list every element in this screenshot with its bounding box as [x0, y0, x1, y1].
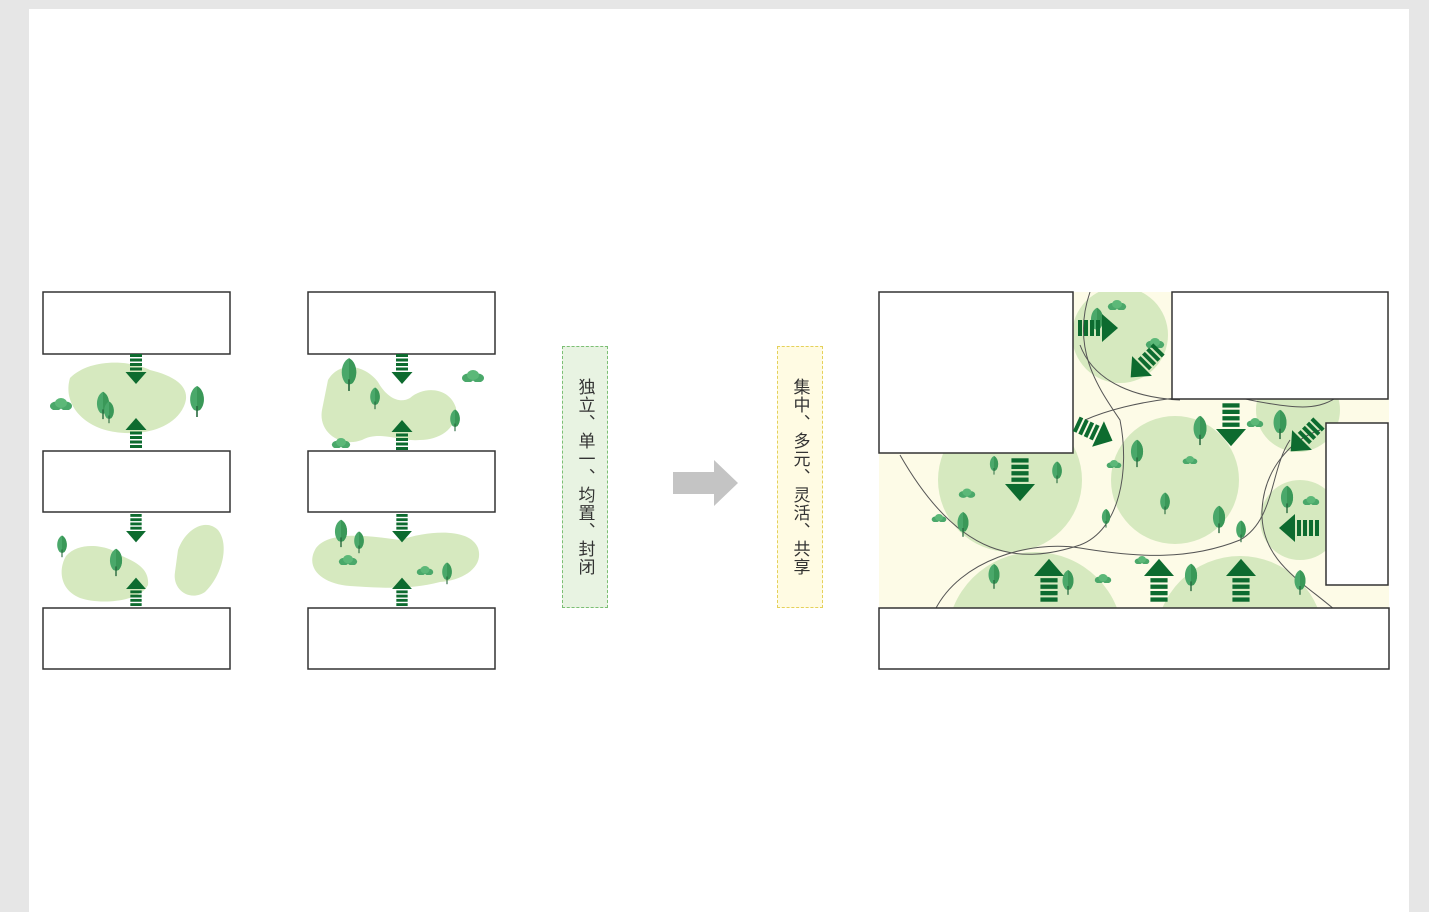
label-after: 集中、多元、灵活、共享: [777, 346, 823, 608]
building-block: [879, 608, 1389, 669]
label-before: 独立、单一、均置、封闭: [562, 346, 608, 608]
diagram-before-a: [43, 292, 230, 669]
dashed-arrow-icon: [126, 514, 146, 542]
transition-arrow-icon: [673, 460, 738, 506]
building-block: [308, 451, 495, 512]
building-block: [879, 292, 1073, 453]
building-block: [43, 608, 230, 669]
building-block: [43, 451, 230, 512]
tree-icon: [190, 386, 204, 417]
shrub-icon: [50, 398, 72, 411]
diagram-before-b: [308, 292, 495, 669]
building-block: [308, 292, 495, 354]
green-space: [175, 525, 224, 596]
tree-icon: [57, 536, 67, 558]
building-block: [308, 608, 495, 669]
green-space: [322, 367, 457, 442]
green-space: [312, 533, 479, 588]
shrub-icon: [462, 370, 484, 383]
building-block: [1172, 292, 1388, 399]
building-block: [43, 292, 230, 354]
building-block: [1326, 423, 1388, 585]
dashed-arrow-icon: [392, 354, 413, 384]
diagram-after: [879, 287, 1389, 728]
